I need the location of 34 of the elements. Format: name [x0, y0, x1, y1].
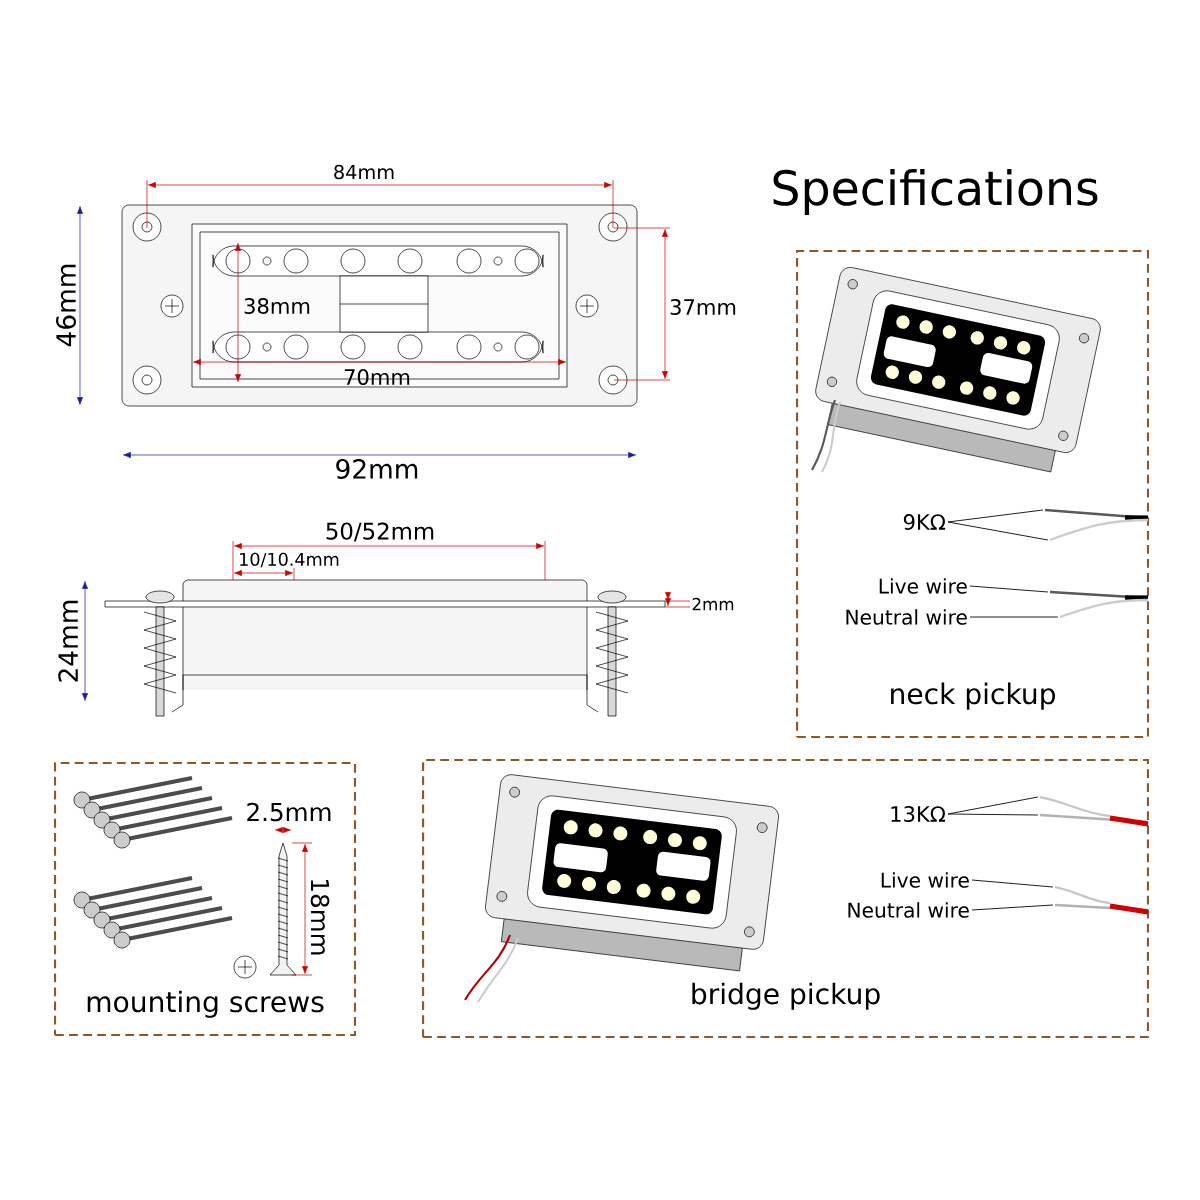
title: Specifications: [773, 169, 1098, 215]
leader-line: [969, 616, 1059, 618]
wire-label: 9KΩ: [903, 514, 946, 530]
wire-drawing: [1059, 598, 1149, 619]
dimension-label: 38mm: [244, 298, 310, 314]
leader-line: [971, 904, 1054, 911]
wire-label: Neutral wire: [848, 902, 969, 918]
wire-drawing: [1054, 885, 1111, 905]
leader-line: [947, 813, 1039, 816]
leader-line: [947, 521, 1049, 541]
wire-drawing: [1039, 795, 1111, 818]
wire-drawing: [1049, 590, 1149, 601]
dimension-label: 92mm: [336, 459, 418, 479]
wire-drawing: [1049, 518, 1149, 542]
wire-drawing: [1039, 813, 1149, 827]
leader-line: [971, 879, 1054, 888]
dimension-label: 50/52mm: [326, 522, 434, 542]
wire-label: 13KΩ: [891, 806, 946, 822]
dimension-label: 24mm: [58, 600, 78, 682]
dimension-label: 70mm: [344, 369, 410, 385]
leader-line: [969, 585, 1049, 593]
dimension-label: 2.5mm: [247, 802, 331, 822]
dimension-label: 37mm: [670, 299, 736, 315]
leader-line: [947, 509, 1044, 523]
dimension-label: 46mm: [56, 264, 76, 347]
wire-label: Live wire: [881, 872, 969, 888]
wire-drawing: [1054, 903, 1149, 915]
wire-label: Live wire: [879, 578, 967, 594]
dimension-label: 18mm: [310, 880, 330, 955]
dimension-label: 2mm: [692, 597, 734, 611]
dimension-label: 10/10.4mm: [240, 552, 339, 568]
wire-drawing: [1044, 508, 1149, 521]
dimension-label: 84mm: [334, 164, 394, 180]
wire-label: Neutral wire: [846, 609, 967, 625]
